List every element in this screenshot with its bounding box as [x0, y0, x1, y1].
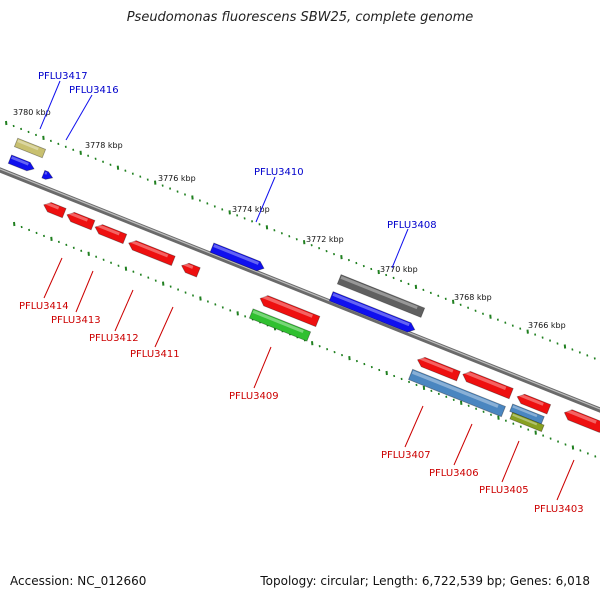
- leader-line: [253, 346, 272, 389]
- map-title: Pseudomonas fluorescens SBW25, complete …: [126, 10, 474, 25]
- leader-line: [43, 257, 63, 299]
- kbp-label: 3766 kbp: [528, 321, 566, 330]
- gene-pflu3412[interactable]: [93, 222, 128, 245]
- gene-label-pflu3406[interactable]: PFLU3406: [429, 468, 479, 479]
- gene-label-pflu3410[interactable]: PFLU3410: [254, 167, 304, 178]
- gene-label-pflu3408[interactable]: PFLU3408: [387, 220, 437, 231]
- kbp-label: 3780 kbp: [13, 108, 51, 117]
- leader-line: [556, 459, 575, 501]
- leader-line: [154, 306, 174, 348]
- leader-line: [404, 405, 424, 448]
- gene-label-pflu3409[interactable]: PFLU3409: [229, 391, 279, 402]
- gene-pflu3409[interactable]: [258, 293, 321, 328]
- leader-line: [114, 289, 134, 332]
- gene-label-pflu3403[interactable]: PFLU3403: [534, 504, 584, 515]
- gene-label-pflu3417[interactable]: PFLU3417: [38, 71, 88, 82]
- kbp-label: 3768 kbp: [454, 293, 492, 302]
- feature-olive[interactable]: [13, 137, 47, 159]
- leader-line: [75, 270, 94, 313]
- genome-backbone-highlight: [0, 168, 600, 410]
- gene-pflu3417[interactable]: [7, 154, 35, 173]
- gene-pflu3413[interactable]: [65, 210, 96, 231]
- kbp-label: 3770 kbp: [380, 265, 418, 274]
- feature-green[interactable]: [248, 308, 312, 342]
- feature-olive-dark[interactable]: [509, 411, 545, 433]
- leader-line: [453, 423, 473, 466]
- gene-pflu3411b[interactable]: [180, 261, 201, 278]
- gene-label-pflu3407[interactable]: PFLU3407: [381, 450, 431, 461]
- gene-pflu3410[interactable]: [209, 242, 266, 273]
- gene-pflu3403[interactable]: [562, 407, 600, 434]
- feature-steel[interactable]: [408, 368, 506, 418]
- gene-pflu3414[interactable]: [42, 200, 67, 219]
- gene-pflu3405a[interactable]: [515, 392, 552, 415]
- gene-label-pflu3416[interactable]: PFLU3416: [69, 85, 119, 96]
- leader-line: [39, 80, 61, 130]
- kbp-ticks: [5, 120, 596, 360]
- leader-line: [391, 228, 409, 269]
- genome-backbone: [0, 167, 600, 413]
- kbp-label: 3774 kbp: [232, 205, 270, 214]
- accession-text: Accession: NC_012660: [10, 574, 147, 588]
- kbp-label: 3772 kbp: [306, 235, 344, 244]
- leader-line: [255, 176, 276, 223]
- feature-gray[interactable]: [336, 274, 426, 318]
- genome-summary-text: Topology: circular; Length: 6,722,539 bp…: [260, 574, 590, 588]
- gene-label-pflu3413[interactable]: PFLU3413: [51, 315, 101, 326]
- gene-label-pflu3414[interactable]: PFLU3414: [19, 301, 69, 312]
- kbp-label: 3778 kbp: [85, 141, 123, 150]
- gene-pflu3411[interactable]: [127, 238, 176, 267]
- gene-label-pflu3412[interactable]: PFLU3412: [89, 333, 139, 344]
- leader-line: [501, 440, 520, 483]
- kbp-label: 3776 kbp: [158, 174, 196, 183]
- gene-pflu3408[interactable]: [328, 291, 416, 335]
- gene-pflu3406[interactable]: [461, 369, 514, 400]
- gene-label-pflu3405[interactable]: PFLU3405: [479, 485, 529, 496]
- gene-pflu3407a[interactable]: [416, 355, 461, 382]
- gene-label-pflu3411[interactable]: PFLU3411: [130, 349, 180, 360]
- gene-pflu3416[interactable]: [41, 169, 54, 181]
- leader-line: [65, 94, 93, 141]
